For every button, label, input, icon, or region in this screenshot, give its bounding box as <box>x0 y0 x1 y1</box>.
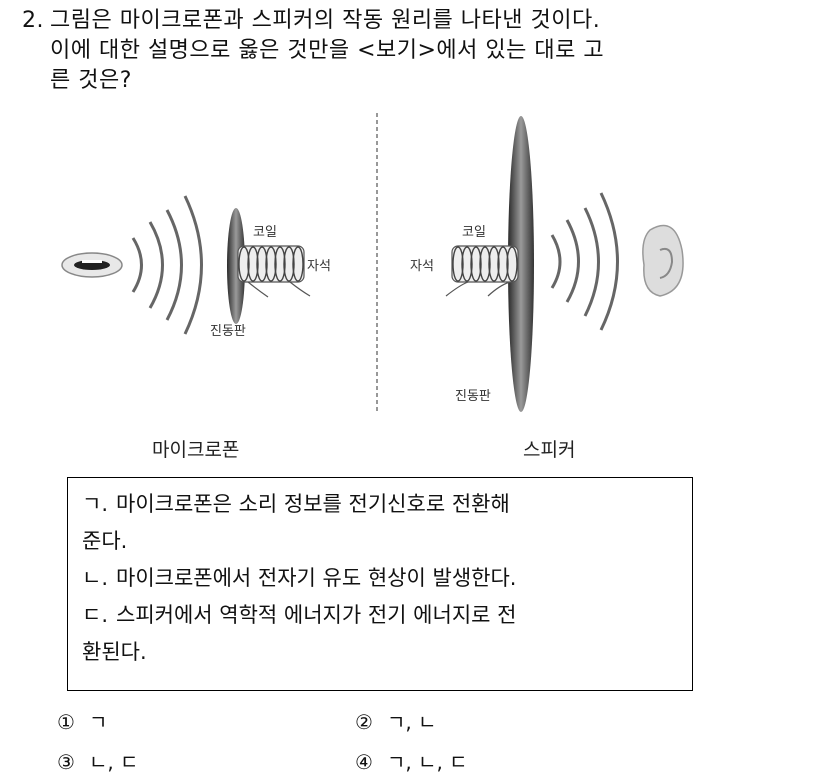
figure: 코일 자석 진동판 코일 자석 진동판 마이크로폰 스피커 <box>0 105 826 470</box>
question-number: 2. <box>22 8 44 33</box>
mic-magnet-label: 자석 <box>307 259 331 274</box>
speaker-coil-label: 코일 <box>462 225 486 240</box>
bogi-item-b: ㄴ. 마이크로폰에서 전자기 유도 현상이 발생한다. <box>82 566 517 590</box>
question-line-2: 이에 대한 설명으로 옳은 것만을 <보기>에서 있는 대로 고 <box>50 38 605 63</box>
mic-diaphragm <box>227 208 245 324</box>
mic-diaphragm-label: 진동판 <box>210 324 246 339</box>
sound-waves-speaker <box>550 192 619 331</box>
mic-coil-label: 코일 <box>253 225 277 240</box>
sound-waves-mic <box>131 195 203 335</box>
speaker-caption: 스피커 <box>523 439 576 461</box>
speaker-diaphragm <box>508 116 534 412</box>
ear-icon <box>642 224 684 297</box>
diagram-illustration <box>61 113 684 412</box>
question-stem: 2.그림은 마이크로폰과 스피커의 작동 원리를 나타낸 것이다. 이에 대한 … <box>22 6 604 96</box>
bogi-box: ㄱ. 마이크로폰은 소리 정보를 전기신호로 전환해 준다. ㄴ. 마이크로폰에… <box>67 477 693 691</box>
bogi-item-c-cont: 환된다. <box>82 640 147 664</box>
question-line-1: 2.그림은 마이크로폰과 스피커의 작동 원리를 나타낸 것이다. <box>22 6 604 36</box>
mic-coil <box>237 245 311 298</box>
speaker-coil <box>445 245 519 297</box>
speaker-magnet-label: 자석 <box>410 259 434 274</box>
speaker-diaphragm-label: 진동판 <box>455 389 491 404</box>
mouth-icon <box>61 252 123 278</box>
question-line-3: 른 것은? <box>50 68 132 93</box>
bogi-item-a: ㄱ. 마이크로폰은 소리 정보를 전기신호로 전환해 <box>82 492 510 516</box>
bogi-item-a-cont: 준다. <box>82 529 128 553</box>
bogi-item-c: ㄷ. 스피커에서 역학적 에너지가 전기 에너지로 전 <box>82 603 517 627</box>
microphone-caption: 마이크로폰 <box>152 439 240 461</box>
